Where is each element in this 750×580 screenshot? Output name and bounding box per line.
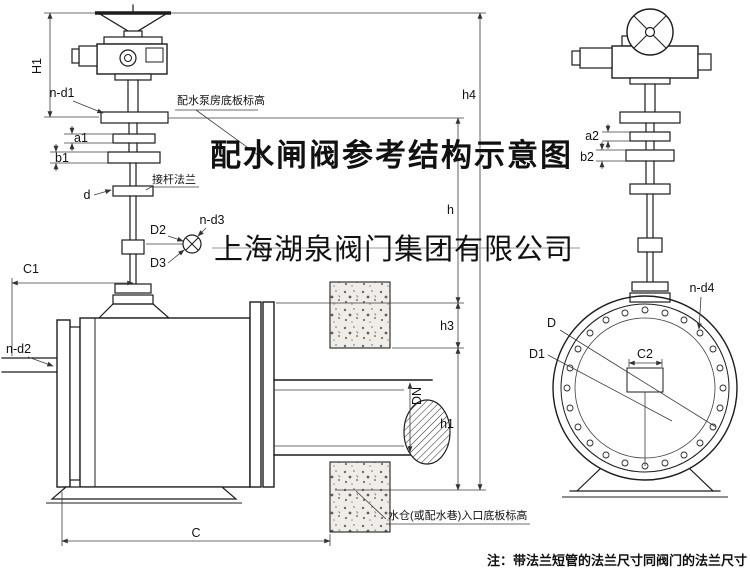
stem-front: [619, 83, 681, 303]
dim-label-C2: C2: [637, 347, 653, 361]
annotation-leaders: [145, 109, 530, 525]
pipe-cut-end: [403, 399, 451, 465]
dim-label-H1: H1: [30, 58, 44, 74]
concrete-wall: [329, 281, 391, 533]
annotation-stem-flange: 接杆法兰: [152, 172, 196, 186]
handwheel-icon: [95, 4, 171, 38]
footnote-text: 注：带法兰短管的法兰尺寸同阀门的法兰尺寸: [487, 553, 747, 568]
drawing-title: 配水闸阀参考结构示意图: [210, 138, 573, 173]
dim-label-h1: h1: [440, 417, 454, 431]
dimensions-left: [11, 12, 413, 546]
dim-label-h4: h4: [462, 88, 476, 102]
text-annotations: 配水泵房底板标高 接杆法兰 水仓(或配水巷)入口底板标高: [152, 93, 527, 522]
base-front: [562, 468, 728, 498]
dim-label-n-d1: n-d1: [49, 86, 74, 100]
dim-label-a1: a1: [74, 131, 88, 145]
actuator-side: [71, 4, 171, 81]
bolt-holes: [563, 306, 727, 470]
pipe-side: [273, 379, 451, 465]
dim-label-d: d: [84, 188, 91, 202]
dim-label-C: C: [191, 526, 200, 540]
motor-front: [571, 47, 613, 69]
watermark-text: 上海湖泉阀门集团有限公司: [214, 233, 574, 266]
dim-label-h: h: [447, 203, 454, 217]
dim-label-D2: D2: [150, 223, 166, 237]
motor-side: [71, 45, 98, 67]
dimensions-height-chain: [168, 12, 486, 491]
dim-label-b2: b2: [580, 150, 594, 164]
dim-label-n-d4: n-d4: [689, 281, 714, 295]
dim-label-h3: h3: [440, 319, 454, 333]
dimension-labels: H1 n-d1 a1 b1 d D2 n-d3 D3 C1 n-d2 C DN …: [6, 58, 715, 540]
right-view: [547, 8, 738, 498]
bypass-valve-icon: [146, 234, 202, 254]
dim-label-n-d2: n-d2: [6, 342, 31, 356]
dim-label-D1: D1: [529, 347, 545, 361]
stem-side: [97, 79, 171, 319]
annotation-inlet-floor: 水仓(或配水巷)入口底板标高: [388, 508, 527, 522]
left-view: [1, 4, 530, 546]
dim-label-D3: D3: [150, 256, 166, 270]
handwheel-front-icon: [626, 8, 674, 56]
dim-label-D: D: [547, 316, 556, 330]
dim-label-DN: DN: [410, 387, 424, 405]
annotation-pump-room-floor: 配水泵房底板标高: [177, 93, 265, 107]
dim-label-n-d3: n-d3: [199, 213, 224, 227]
dim-label-C1: C1: [23, 262, 39, 276]
valve-body-front: [547, 295, 738, 481]
center-boss: [626, 367, 664, 393]
dim-label-b1: b1: [55, 151, 69, 165]
actuator-front: [571, 8, 712, 85]
dimensions-right: [596, 124, 702, 367]
dim-label-a2: a2: [585, 129, 599, 143]
valve-body-side: [1, 301, 451, 504]
